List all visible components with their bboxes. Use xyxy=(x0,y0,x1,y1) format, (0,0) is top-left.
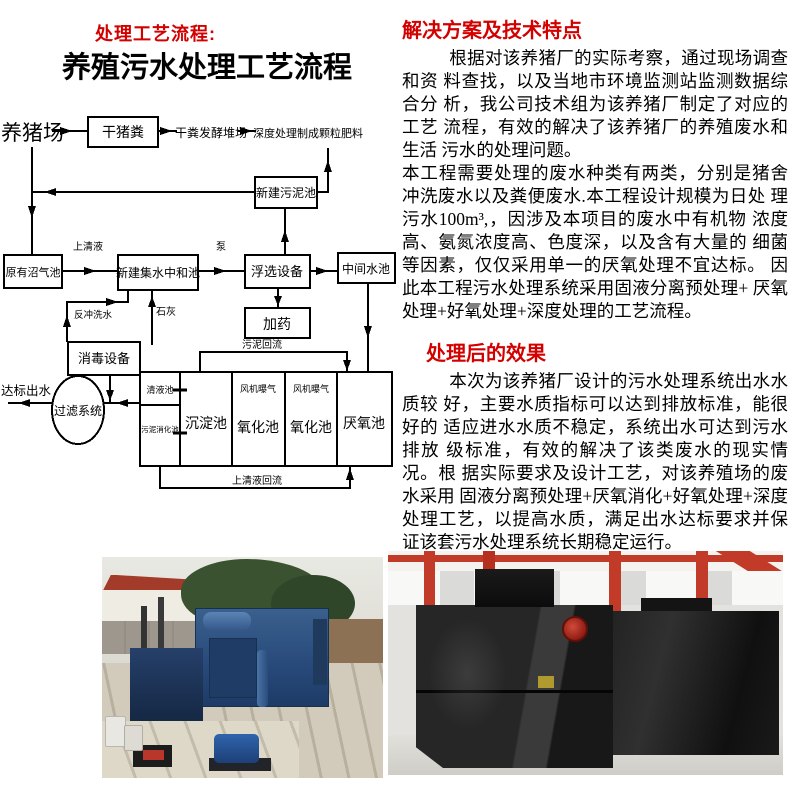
label-blower-2: 风机曝气 xyxy=(293,383,329,394)
label-lime: 石灰 xyxy=(156,305,176,318)
node-oxidation-1: 氧化池 xyxy=(237,419,279,435)
node-middle-tank-box xyxy=(337,252,396,284)
node-filter-ellipse xyxy=(51,375,105,445)
rear-tank-hatch xyxy=(640,598,712,616)
paint-bucket xyxy=(124,725,144,752)
tank-dividers xyxy=(140,372,338,466)
blue-vertical-pipe xyxy=(256,649,268,708)
dark-pipe-stack xyxy=(312,618,327,686)
tank-panel xyxy=(208,637,258,699)
node-biogas: 原有沼气池 xyxy=(6,265,61,279)
steel-frame xyxy=(158,596,164,650)
tank-sheen xyxy=(427,618,507,731)
label-supernatant-return: 上清液回流 xyxy=(232,474,282,487)
node-disinfection-box xyxy=(67,341,141,376)
label-backwash: 反冲洗水 xyxy=(74,309,113,321)
process-flow-subtitle: 处理工艺流程: xyxy=(95,24,216,44)
solution-paragraph-1: 根据对该养猪厂的实际考察，通过现场调查和资 料查找，以及当地市环境监测站监测数据… xyxy=(402,48,788,160)
node-flotation: 浮选设备 xyxy=(251,264,303,279)
node-dry-manure: 干猪粪 xyxy=(102,124,144,140)
solution-paragraph-2: 本工程需要处理的废水种类有两类，分别是猪舍 冲洗废水以及粪便废水.本工程设计规模… xyxy=(402,163,788,321)
node-discharge: 达标出水 xyxy=(1,384,52,398)
node-middle-tank: 中间水池 xyxy=(342,261,390,276)
yellow-patch xyxy=(538,676,554,688)
wall-windows xyxy=(388,571,783,605)
label-blower-1: 风机曝气 xyxy=(240,383,276,394)
label-sludge-return: 污泥回流 xyxy=(242,338,282,351)
red-roof-beam xyxy=(388,555,783,563)
label-pump: 泵 xyxy=(216,241,226,253)
blue-cylinder-vessel xyxy=(203,612,251,630)
page-title: 养殖污水处理工艺流程 xyxy=(62,52,353,84)
steel-frame xyxy=(141,605,147,650)
node-anaerobic: 厌氧池 xyxy=(343,415,385,431)
photo-outdoor-blue-equipment xyxy=(102,557,383,778)
node-new-sludge-tank: 新建污泥池 xyxy=(256,185,316,200)
red-label xyxy=(142,750,165,761)
right-text-column: 解决方案及技术特点 根据对该养猪厂的实际考察，通过现场调查和资 料查找，以及当地… xyxy=(402,12,788,554)
tank-seam xyxy=(415,689,614,694)
node-sludge-digestion: 污泥消化池 xyxy=(141,424,179,434)
black-toolbox xyxy=(132,744,173,767)
red-flange xyxy=(561,615,588,642)
node-disinfection: 消毒设备 xyxy=(78,351,130,366)
node-filter-system: 过滤系统 xyxy=(54,404,102,418)
process-flow-diagram: 养猪场 干猪粪 干粪发酵堆场 深度处理制成颗粒肥料 新建污泥池 原有沼气池 新建… xyxy=(1,116,396,489)
node-collection: 新建集水中和池 xyxy=(116,265,200,280)
tank-ticks xyxy=(173,388,187,435)
node-clear-tank: 清液池 xyxy=(146,384,173,395)
node-sedimentation: 沉淀池 xyxy=(185,415,227,431)
node-compost-yard: 干粪发酵堆场 xyxy=(175,125,247,140)
node-dry-manure-box xyxy=(87,116,159,148)
node-collection-box xyxy=(117,254,199,291)
photo-workshop-black-tanks xyxy=(388,551,783,775)
node-dosing: 加药 xyxy=(263,316,291,332)
label-supernatant: 上清液 xyxy=(73,240,103,253)
solution-heading: 解决方案及技术特点 xyxy=(402,20,582,42)
node-pig-farm: 养猪场 xyxy=(1,122,64,145)
rear-black-tank xyxy=(597,611,780,755)
node-fertilizer: 深度处理制成颗粒肥料 xyxy=(253,126,363,140)
node-oxidation-2: 氧化池 xyxy=(290,419,332,435)
blue-pump xyxy=(214,733,260,763)
line-sludge-return xyxy=(199,351,348,372)
effect-heading: 处理后的效果 xyxy=(426,343,546,365)
node-dosing-box xyxy=(244,307,311,339)
tank-top-box xyxy=(474,568,554,607)
combined-tank xyxy=(139,371,393,467)
navy-tank xyxy=(130,647,204,721)
effect-paragraph: 本次为该养猪厂设计的污水处理系统出水水质较 好，主要水质指标可以达到排放标准，能… xyxy=(402,371,788,552)
paint-bucket xyxy=(104,716,127,748)
